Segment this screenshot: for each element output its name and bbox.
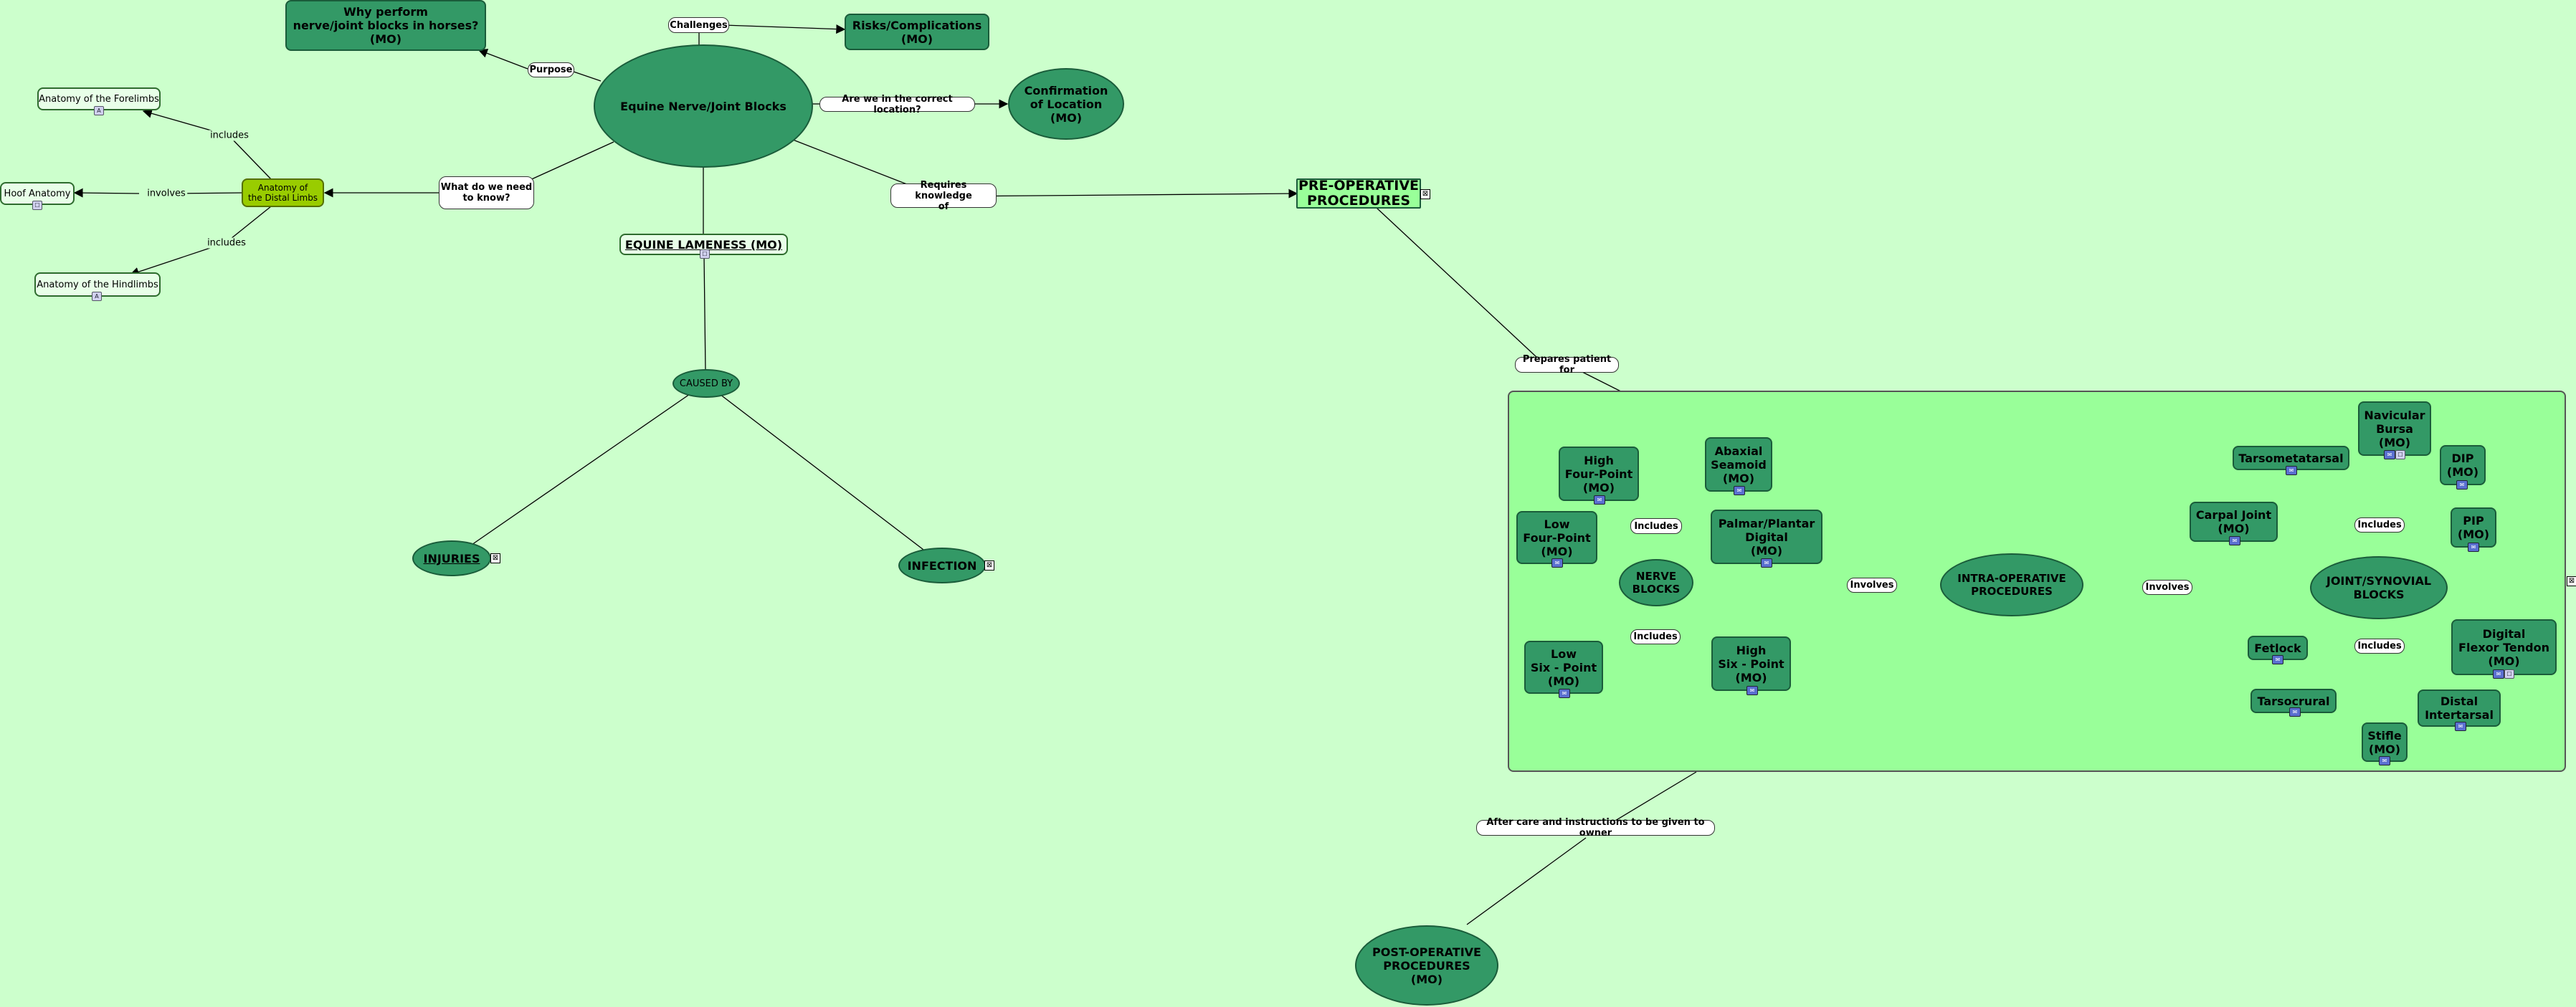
nerve-blocks-node[interactable]: NERVE BLOCKS — [1619, 559, 1693, 606]
resource-icon[interactable]: ✉ — [2379, 756, 2390, 765]
includes-label: Includes — [2354, 639, 2405, 654]
resource-icon[interactable]: ✉ — [1594, 495, 1605, 505]
resource-icon[interactable]: ✉ — [2289, 707, 2301, 717]
resource-icon[interactable]: ✉ — [2456, 480, 2468, 490]
correct-location-label: Are we in the correct location? — [819, 94, 975, 115]
joint-synovial-blocks-node[interactable]: JOINT/SYNOVIAL BLOCKS — [2310, 556, 2448, 619]
resource-icon[interactable]: ✉ — [2272, 655, 2283, 664]
post-operative-node[interactable]: POST-OPERATIVE PROCEDURES (MO) — [1355, 925, 1498, 1006]
includes-label: Includes — [2354, 517, 2405, 533]
equine-lameness-node[interactable]: EQUINE LAMENESS (MO) — [619, 234, 788, 255]
resource-icon[interactable]: ✉ — [1559, 689, 1570, 698]
resource-icon[interactable]: A — [92, 292, 102, 301]
collapse-toggle-icon[interactable]: ⊠ — [1420, 189, 1430, 199]
resource-icon[interactable]: A — [94, 106, 104, 115]
resource-icon[interactable]: ☐ — [700, 249, 710, 259]
injuries-node[interactable]: INJURIES — [412, 540, 491, 576]
resource-icon[interactable]: ✉ — [2455, 722, 2466, 731]
resource-icon[interactable]: ☐ — [2395, 450, 2405, 459]
resource-icon[interactable]: ✉ — [1551, 558, 1563, 568]
involves-label: Involves — [1847, 578, 1897, 593]
includes-label: Includes — [1630, 629, 1681, 644]
collapse-toggle-icon[interactable]: ⊠ — [984, 560, 994, 571]
confirmation-of-location-node[interactable]: Confirmation of Location (MO) — [1008, 68, 1124, 140]
collapse-toggle-icon[interactable]: ⊠ — [490, 553, 500, 563]
resource-icon[interactable]: ✉ — [2229, 536, 2240, 545]
high-six-point-node[interactable]: High Six - Point (MO) — [1711, 636, 1791, 691]
after-care-label: After care and instructions to be given … — [1476, 817, 1715, 839]
collapse-toggle-icon[interactable]: ⊠ — [2567, 576, 2576, 586]
hoof-anatomy-node[interactable]: Hoof Anatomy — [0, 182, 75, 205]
dip-node[interactable]: DIP (MO) — [2440, 445, 2486, 485]
anatomy-distal-limbs-node[interactable]: Anatomy of the Distal Limbs — [242, 178, 324, 207]
intra-operative-node[interactable]: INTRA-OPERATIVE PROCEDURES — [1940, 553, 2083, 616]
purpose-label: Purpose — [528, 62, 574, 77]
includes-label: includes — [209, 130, 250, 141]
stifle-node[interactable]: Stifle (MO) — [2362, 722, 2408, 762]
digital-flexor-tendon-node[interactable]: Digital Flexor Tendon (MO) — [2451, 619, 2557, 675]
central-topic-equine-nerve-joint-blocks[interactable]: Equine Nerve/Joint Blocks — [594, 44, 813, 168]
caused-by-node[interactable]: CAUSED BY — [672, 369, 740, 398]
requires-knowledge-label: Requires knowledge of — [890, 180, 997, 212]
what-do-we-need-label: What do we need to know? — [439, 176, 534, 209]
resource-icon[interactable]: ✉ — [2493, 669, 2504, 679]
resource-icon[interactable]: ✉ — [1761, 558, 1772, 568]
resource-icon[interactable]: ✉ — [2286, 466, 2297, 475]
pip-node[interactable]: PIP (MO) — [2451, 507, 2496, 548]
navicular-bursa-node[interactable]: Navicular Bursa (MO) — [2358, 401, 2431, 456]
palmar-plantar-digital-node[interactable]: Palmar/Plantar Digital (MO) — [1711, 510, 1822, 564]
involves-label: Involves — [2142, 580, 2192, 595]
resource-icon[interactable]: ☐ — [32, 201, 42, 210]
abaxial-seamoid-node[interactable]: Abaxial Seamoid (MO) — [1705, 437, 1772, 492]
resource-icon[interactable]: ☐ — [2504, 669, 2514, 679]
includes-label: Includes — [1630, 518, 1682, 534]
carpal-joint-node[interactable]: Carpal Joint (MO) — [2190, 502, 2278, 542]
risks-complications-node[interactable]: Risks/Complications (MO) — [845, 14, 989, 50]
includes-label: includes — [206, 237, 247, 249]
infection-node[interactable]: INFECTION — [898, 548, 986, 583]
resource-icon[interactable]: ✉ — [1734, 486, 1745, 495]
tarsocrural-node[interactable]: Tarsocrural — [2251, 689, 2337, 713]
resource-icon[interactable]: ✉ — [2468, 543, 2479, 552]
low-six-point-node[interactable]: Low Six - Point (MO) — [1524, 641, 1603, 694]
challenges-label: Challenges — [668, 17, 729, 33]
resource-icon[interactable]: ✉ — [2384, 450, 2395, 459]
low-four-point-node[interactable]: Low Four-Point (MO) — [1516, 511, 1597, 564]
prepares-patient-label: Prepares patient for — [1515, 354, 1619, 376]
involves-label: involves — [146, 188, 187, 199]
resource-icon[interactable]: ✉ — [1746, 686, 1758, 695]
pre-operative-node[interactable]: PRE-OPERATIVE PROCEDURES — [1296, 178, 1421, 209]
why-perform-node[interactable]: Why perform nerve/joint blocks in horses… — [285, 0, 486, 51]
high-four-point-node[interactable]: High Four-Point (MO) — [1559, 447, 1639, 501]
